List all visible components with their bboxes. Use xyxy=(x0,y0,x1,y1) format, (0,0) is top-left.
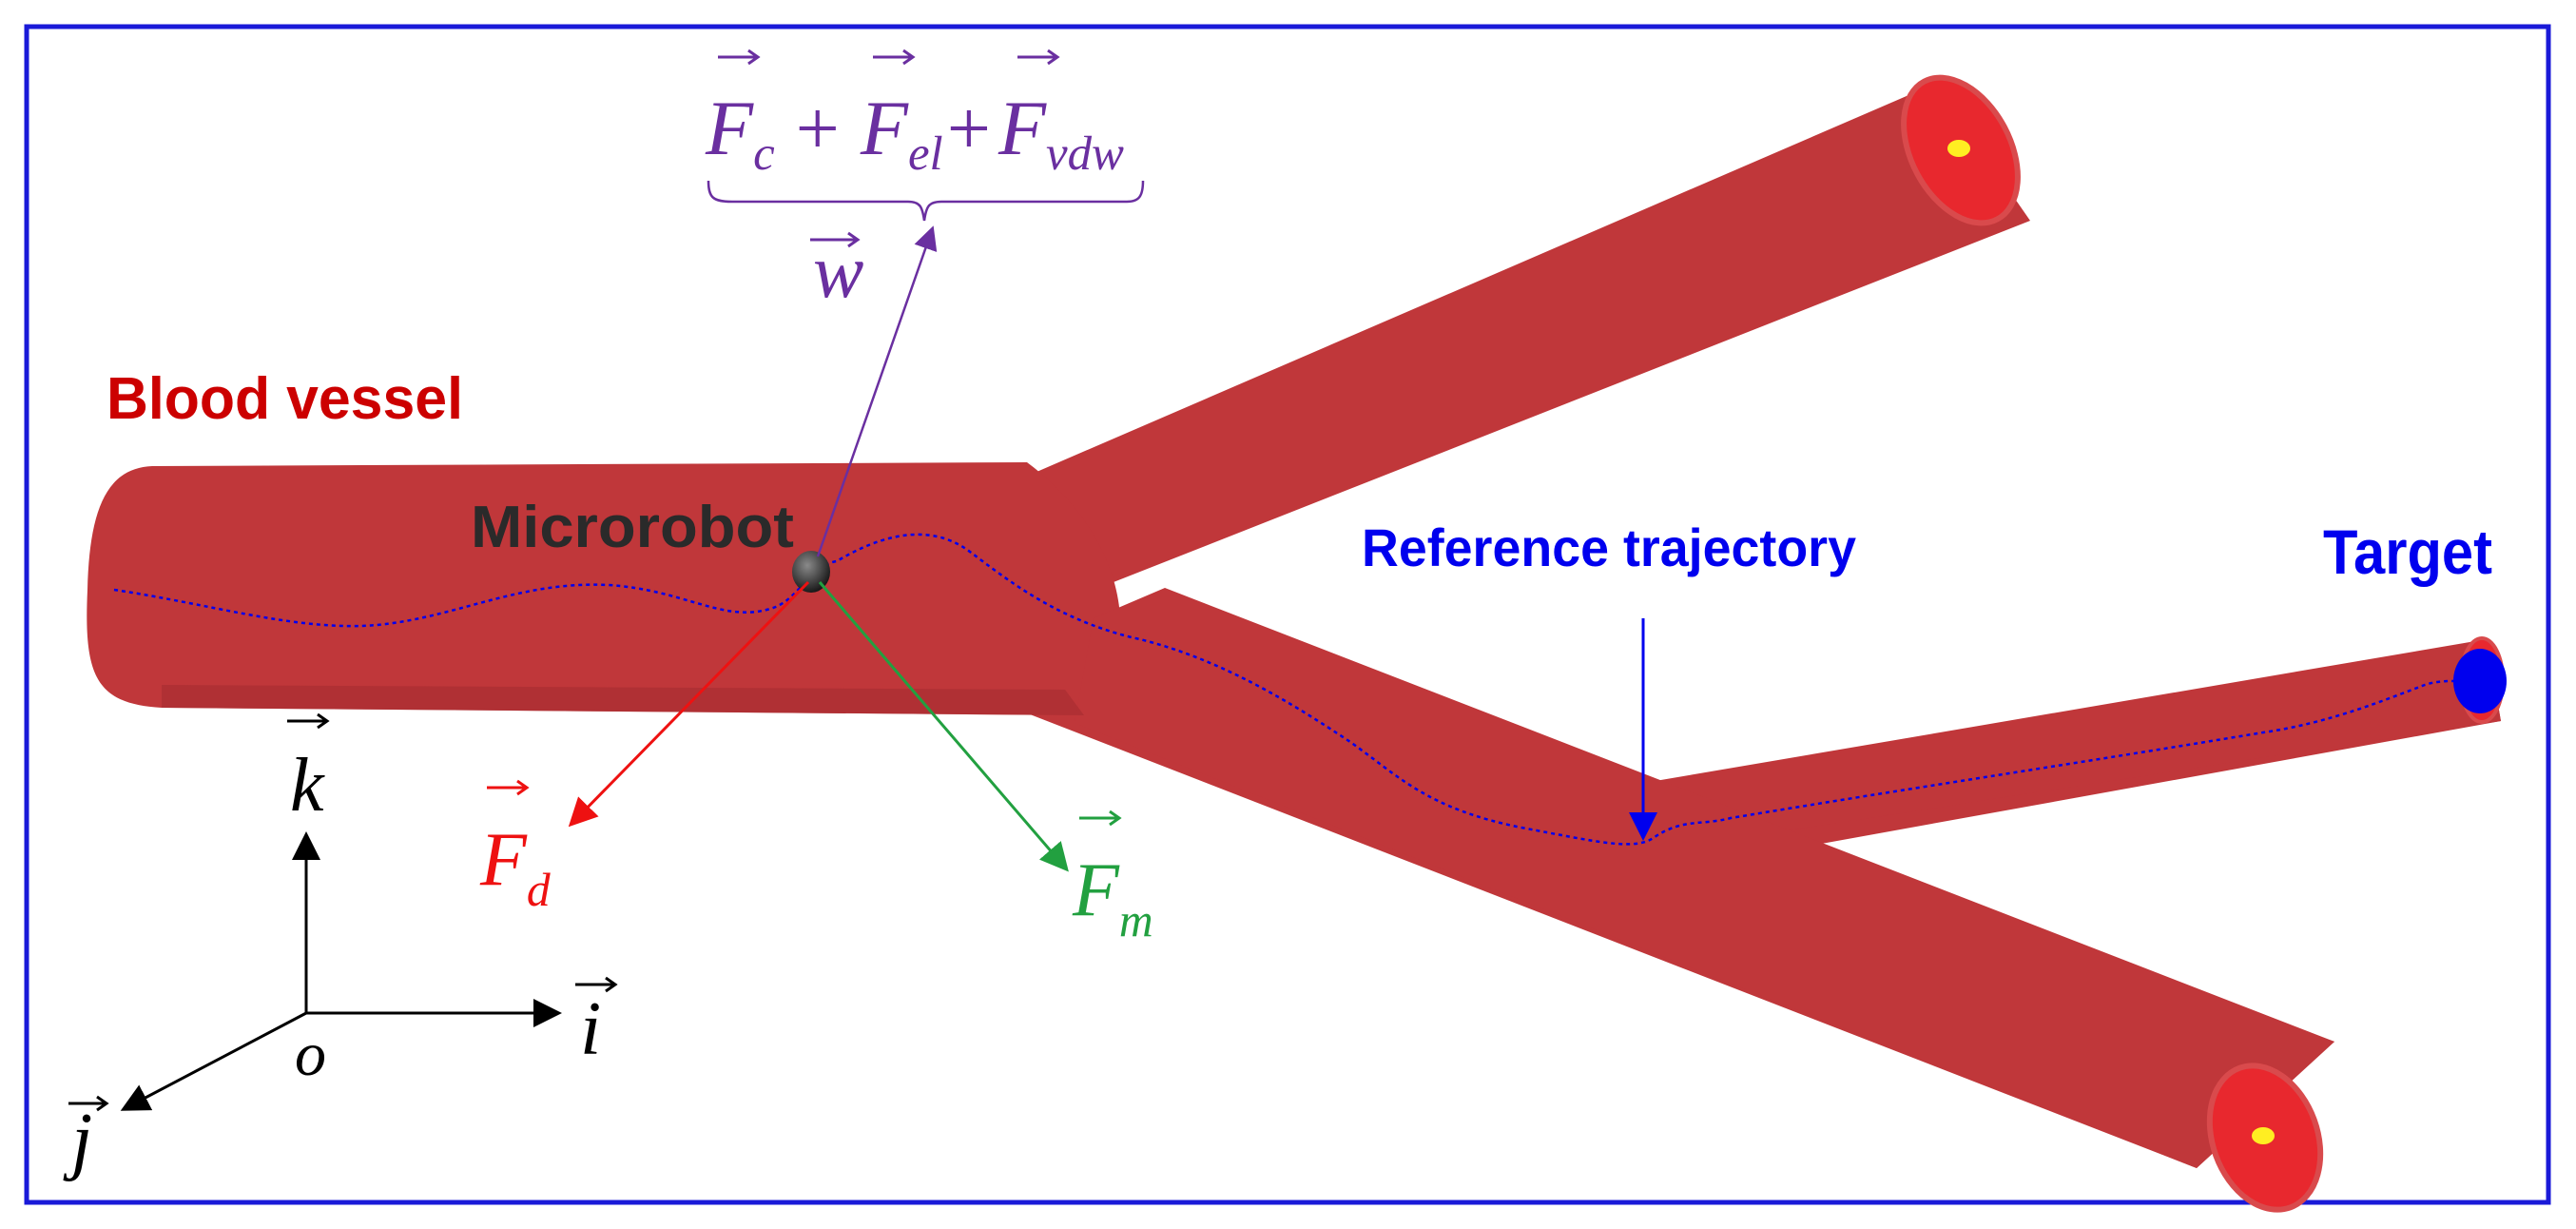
vessel-right-branch-overlay xyxy=(1521,639,2501,866)
electrostatic-force-symbol: F xyxy=(860,85,909,171)
blood-vessel xyxy=(87,74,2505,1213)
vessel-lumen-lower xyxy=(2252,1127,2275,1144)
reference-trajectory-label: Reference trajectory xyxy=(1362,517,1856,577)
axis-i-vector-mark xyxy=(575,976,618,993)
weight-vector-label: w xyxy=(813,230,863,314)
target-label: Target xyxy=(2323,517,2492,587)
origin-label: o xyxy=(295,1020,326,1089)
force-sum-brace xyxy=(707,180,1145,222)
plus-sign-2: + xyxy=(947,85,991,171)
vessel-upper-branch xyxy=(951,84,2030,609)
vessel-lumen-upper xyxy=(1947,140,1970,157)
microrobot-label: Microrobot xyxy=(471,495,794,560)
drag-force-vector-mark xyxy=(487,779,530,796)
plus-sign-1: + xyxy=(796,85,840,171)
vdw-force-vector-mark xyxy=(1017,49,1060,66)
magnetic-force-symbol: F xyxy=(1072,849,1120,932)
vessel-junction-gap xyxy=(1165,238,2054,790)
axis-j-vector-mark xyxy=(68,1095,109,1112)
blood-vessel-label: Blood vessel xyxy=(107,366,463,432)
electrostatic-force-subscript: el xyxy=(908,127,943,180)
vdw-force-subscript: vdw xyxy=(1046,127,1124,180)
axis-k-vector-mark xyxy=(287,712,330,730)
vessel-lower-branch-overlay xyxy=(1075,588,2334,1168)
force-sum-expression: Fc+Fel+Fvdw xyxy=(705,85,1124,180)
contact-force-vector-mark xyxy=(718,49,761,66)
magnetic-force-subscript: m xyxy=(1119,894,1153,946)
vessel-trunk-shade xyxy=(162,685,1084,715)
magnetic-force-vector-mark xyxy=(1079,810,1122,827)
weight-vector-arrow xyxy=(816,225,938,557)
weight-vector-mark xyxy=(810,231,861,248)
axis-k-label: k xyxy=(290,744,325,828)
magnetic-force-label: Fm xyxy=(1072,849,1153,946)
drag-force-label: Fd xyxy=(479,818,551,916)
target-marker xyxy=(2453,649,2507,713)
contact-force-symbol: F xyxy=(705,85,754,171)
axis-j-arrow xyxy=(120,1011,307,1111)
axis-j-label: j xyxy=(63,1099,92,1182)
coordinate-frame xyxy=(120,831,562,1111)
figure-frame xyxy=(24,24,2551,1205)
vessel-main-trunk xyxy=(87,462,1121,715)
contact-force-subscript: c xyxy=(753,127,775,180)
drag-force-subscript: d xyxy=(527,864,551,916)
vdw-force-symbol: F xyxy=(997,85,1047,171)
drag-force-arrow xyxy=(568,580,810,828)
magnetic-force-arrow xyxy=(818,581,1069,872)
electrostatic-force-vector-mark xyxy=(873,49,916,66)
axis-i-label: i xyxy=(580,987,601,1071)
reference-trajectory-path xyxy=(113,533,2469,846)
drag-force-symbol: F xyxy=(479,818,528,902)
